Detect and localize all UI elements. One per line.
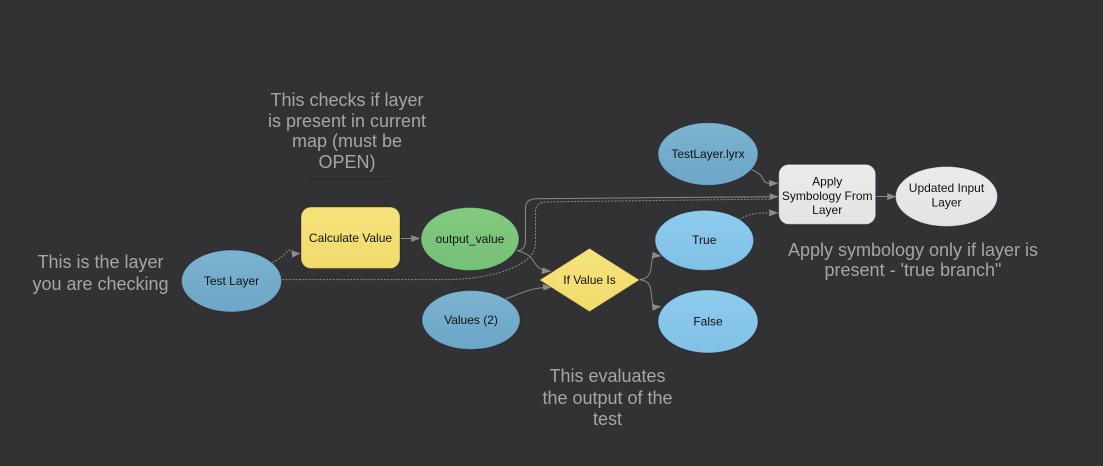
svg-text:output_value: output_value (436, 232, 505, 246)
svg-text:Apply: Apply (812, 175, 842, 189)
svg-text:Test Layer: Test Layer (204, 274, 259, 288)
svg-text:TestLayer.lyrx: TestLayer.lyrx (671, 147, 744, 161)
svg-text:Layer: Layer (812, 203, 842, 217)
svg-text:Layer: Layer (931, 196, 961, 210)
svg-text:True: True (692, 233, 717, 247)
svg-text:Calculate Value: Calculate Value (309, 231, 392, 245)
svg-text:Symbology From: Symbology From (782, 189, 873, 203)
svg-text:If Value Is: If Value Is (563, 273, 615, 287)
svg-text:False: False (693, 315, 723, 329)
svg-text:Updated Input: Updated Input (909, 181, 985, 195)
svg-text:Values (2): Values (2) (444, 313, 498, 327)
